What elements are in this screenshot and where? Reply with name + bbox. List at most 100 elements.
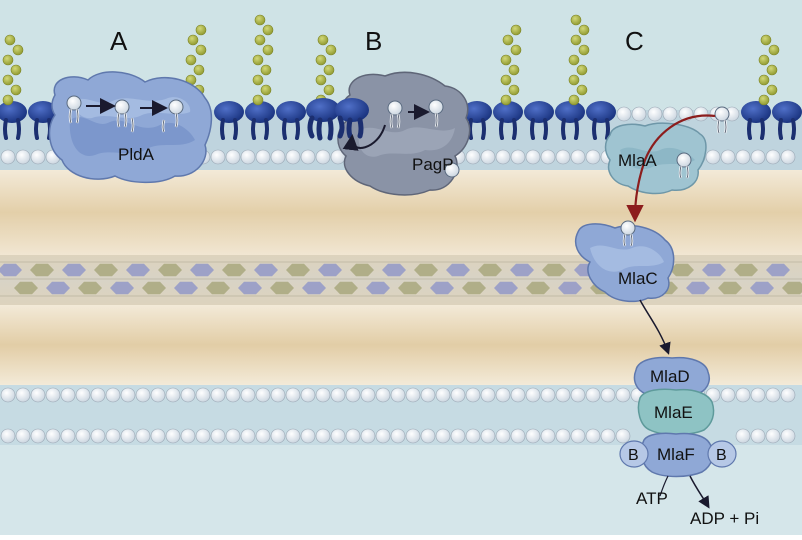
phospholipid-head (465, 149, 481, 165)
peptidoglycan-unit (158, 263, 182, 277)
protein-label-mlac: MlaC (618, 269, 658, 288)
peptidoglycan-unit (334, 281, 358, 295)
peptidoglycan-unit (110, 281, 134, 295)
phospholipid-head (495, 149, 511, 165)
phospholipid-head (15, 428, 31, 444)
mlac-protein (574, 223, 675, 303)
peptidoglycan-band (0, 255, 802, 305)
phospholipid-head (510, 149, 526, 165)
peptidoglycan-unit (62, 263, 86, 277)
peptidoglycan-unit (382, 263, 406, 277)
phospholipid-head (210, 428, 226, 444)
phospholipid-head (585, 149, 601, 165)
phospholipid-head (705, 149, 721, 165)
peptidoglycan-unit (270, 281, 294, 295)
lps-lipid-a-tail (592, 118, 610, 140)
protein-label-plda: PldA (118, 145, 155, 164)
peptidoglycan-unit (526, 281, 550, 295)
phospholipid-head (60, 428, 76, 444)
peptidoglycan-unit (430, 281, 454, 295)
peptidoglycan-unit (542, 263, 566, 277)
peptidoglycan-unit (238, 281, 262, 295)
phospholipid-head (210, 387, 226, 403)
panel-label-c: C (625, 26, 644, 56)
phospholipid-head (540, 149, 556, 165)
peptidoglycan-unit (46, 281, 70, 295)
phospholipid-head (165, 387, 181, 403)
panel-label-a: A (110, 26, 128, 56)
phospholipid-head (180, 387, 196, 403)
lps-head (245, 101, 275, 123)
protein-label-mlab-left: B (628, 447, 639, 464)
peptidoglycan-unit (510, 263, 534, 277)
phospholipid-head (585, 387, 601, 403)
lps-head (555, 101, 585, 123)
atp-label: ATP (636, 489, 668, 508)
lipid-transfer-arrow-red (626, 114, 716, 223)
phospholipid-head (225, 387, 241, 403)
peptidoglycan-unit (286, 263, 310, 277)
phospholipid-head (510, 387, 526, 403)
phospholipid-head (150, 387, 166, 403)
phospholipid-head (255, 428, 271, 444)
phospholipid-head (330, 387, 346, 403)
lps-lipid-a-tail (530, 118, 548, 140)
lps-lipid-a-tail (282, 118, 300, 140)
phospholipid-head (120, 387, 136, 403)
phospholipid-head (195, 387, 211, 403)
phospholipid-head (750, 149, 766, 165)
lps-lipid-a-tail (220, 118, 238, 140)
plda-protein (48, 71, 213, 184)
phospholipid-head (255, 149, 271, 165)
phospholipid-head (585, 428, 601, 444)
lps-lipid-a-tail (561, 118, 579, 140)
peptidoglycan-unit (446, 263, 470, 277)
peptidoglycan-unit (94, 263, 118, 277)
phospholipid-head (420, 387, 436, 403)
phospholipid-head (315, 387, 331, 403)
inner-membrane-upper-leaflet (0, 387, 796, 403)
pagp-curved-arrow (342, 124, 386, 151)
phospholipid-head (405, 428, 421, 444)
phospholipid-head (240, 149, 256, 165)
peptidoglycan-unit (222, 263, 246, 277)
phospholipid-head (615, 428, 631, 444)
phospholipid-head (750, 428, 766, 444)
mlac-bound-lipid (620, 220, 636, 247)
peptidoglycan-unit (766, 263, 790, 277)
phospholipid-head (435, 387, 451, 403)
peptidoglycan-unit (414, 263, 438, 277)
phospholipid-head (525, 149, 541, 165)
phospholipid-head (555, 149, 571, 165)
peptidoglycan-unit (14, 281, 38, 295)
phospholipid-head (30, 149, 46, 165)
phospholipid-head (615, 387, 631, 403)
phospholipid-head (0, 387, 16, 403)
o-antigen-chain (568, 14, 590, 106)
peptidoglycan-unit (718, 281, 742, 295)
phospholipid-head (780, 428, 796, 444)
phospholipid-head (225, 149, 241, 165)
phospholipid-head (45, 387, 61, 403)
phospholipid-head (375, 387, 391, 403)
peptidoglycan-unit (126, 263, 150, 277)
phospholipid-head (570, 428, 586, 444)
phospholipid-head (0, 149, 16, 165)
lps-head (772, 101, 802, 123)
phospholipid-head (616, 106, 632, 122)
phospholipid-head (450, 387, 466, 403)
peptidoglycan-unit (398, 281, 422, 295)
lps-head (28, 101, 58, 123)
phospholipid-head (540, 387, 556, 403)
phospholipid-head (765, 149, 781, 165)
phospholipid-head (150, 428, 166, 444)
phospholipid-head (75, 428, 91, 444)
phospholipid-head (90, 428, 106, 444)
phospholipid-head (525, 387, 541, 403)
peptidoglycan-unit (142, 281, 166, 295)
lps-head (276, 101, 306, 123)
lps-lipid-a-tail (778, 118, 796, 140)
peptidoglycan-unit (78, 281, 102, 295)
